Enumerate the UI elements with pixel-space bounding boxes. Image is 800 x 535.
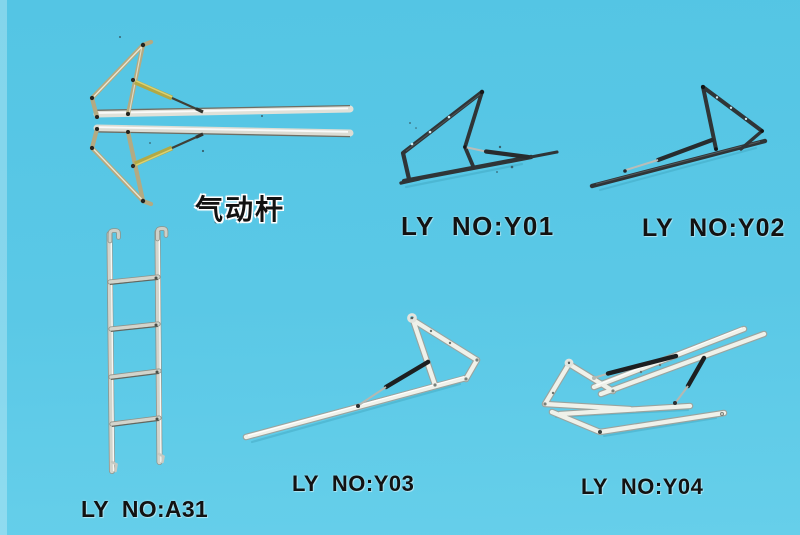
label-y03: LY NO:Y03 bbox=[292, 471, 415, 496]
product-y01-image bbox=[399, 89, 559, 189]
dust-specks bbox=[119, 36, 514, 224]
product-y03-image bbox=[242, 313, 481, 444]
product-y02-image bbox=[589, 84, 768, 191]
product-a31-image bbox=[106, 226, 169, 474]
product-gas-strut-image bbox=[89, 39, 354, 207]
label-y01: LY NO:Y01 bbox=[401, 211, 555, 241]
label-y04: LY NO:Y04 bbox=[581, 474, 704, 499]
label-gas-strut: 气动杆 bbox=[195, 194, 286, 225]
label-y02: LY NO:Y02 bbox=[642, 214, 786, 242]
product-y04-image bbox=[541, 325, 768, 437]
label-a31: LY NO:A31 bbox=[81, 496, 208, 522]
